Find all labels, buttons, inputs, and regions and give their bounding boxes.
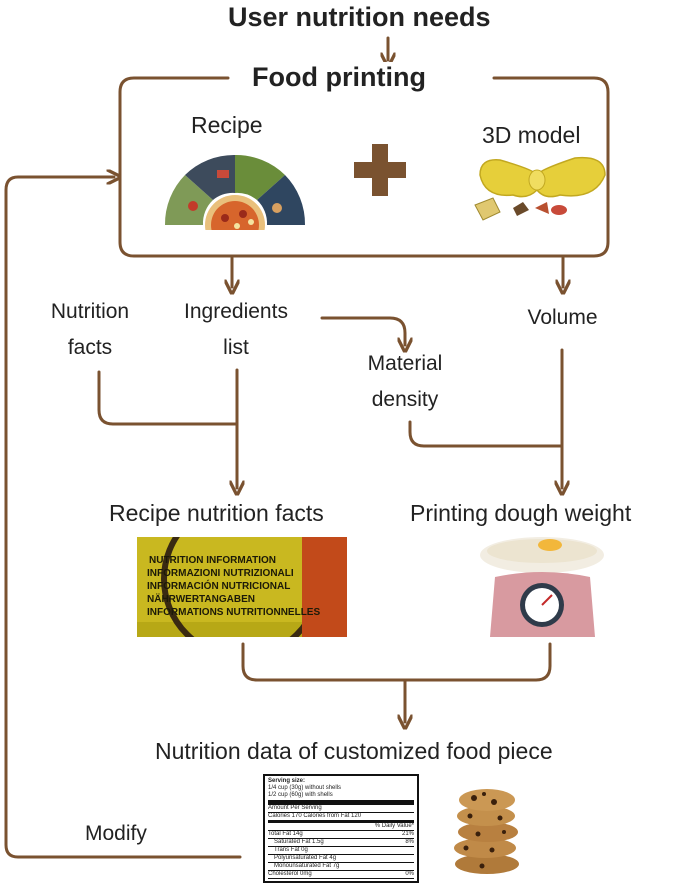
label-photo-line-2: INFORMAZIONI NUTRIZIONALI: [147, 568, 294, 579]
serving-line-2: 1/2 cup (60g) with shells: [268, 792, 414, 805]
nutrient-name: Polyunsaturated Fat 4g: [274, 855, 337, 861]
butterfly-model-image: [474, 156, 606, 221]
recipe-infographic-image: [164, 154, 306, 230]
label-photo-line-5: INFORMATIONS NUTRITIONNELLES: [147, 607, 320, 618]
serving-size: Serving size:: [268, 778, 306, 784]
model-label: 3D model: [482, 122, 581, 148]
cookies-stack-image: [454, 789, 519, 874]
volume-label: Volume: [527, 306, 598, 329]
title-user-nutrition-needs: User nutrition needs: [228, 2, 491, 32]
label-photo-line-1: NUTRITION INFORMATION: [149, 555, 276, 566]
nutrient-rows: Total Fat 14g 21% Saturated Fat 1.5g 8% Tran…: [268, 831, 414, 879]
nutrient-name: Saturated Fat 1.5g: [274, 839, 324, 845]
serving-line-1: 1/4 cup (30g) without shells: [268, 785, 342, 791]
nutrient-row: Saturated Fat 1.5g 8%: [268, 839, 414, 847]
merge-left: [97, 370, 239, 426]
modify-label: Modify: [85, 822, 147, 845]
nutrient-row: Polyunsaturated Fat 4g: [268, 855, 414, 863]
nutrient-name: Total Fat 14g: [268, 831, 303, 837]
label-photo-line-3: INFORMACIÓN NUTRICIONAL: [147, 579, 290, 592]
amount-per-serving: Amount Per Serving: [268, 805, 414, 813]
material-density-label: Material density: [367, 352, 443, 411]
nutrient-daily-value: 21%: [401, 831, 414, 837]
nutrient-row: Trans Fat 0g: [268, 847, 414, 855]
merge-bottom: [241, 642, 552, 682]
nutrient-row: Monounsaturated Fat 7g: [268, 863, 414, 871]
printing-dough-weight-label: Printing dough weight: [410, 500, 632, 526]
title-food-printing: Food printing: [246, 62, 432, 93]
nutrition-data-label: Nutrition data of customized food piece: [155, 738, 553, 764]
nutrition-facts-panel: Serving size: 1/4 cup (30g) without shel…: [263, 774, 419, 883]
nutrient-name: Cholesterol 0mg: [268, 871, 312, 877]
plus-icon: [354, 144, 406, 196]
nutrient-row: Cholesterol 0mg 0%: [268, 871, 414, 879]
nutrition-info-photo: NUTRITION INFORMATION INFORMAZIONI NUTRI…: [137, 537, 347, 637]
nutrient-row: Total Fat 14g 21%: [268, 831, 414, 839]
label-photo-line-4: NÄHRWERTANGABEN: [147, 592, 255, 605]
recipe-label: Recipe: [191, 112, 263, 138]
recipe-nutrition-facts-label: Recipe nutrition facts: [109, 500, 324, 526]
food-printing-box: [118, 76, 610, 258]
kitchen-scale-photo: [480, 537, 615, 637]
modify-loop-line: [4, 177, 242, 859]
nutrient-name: Monounsaturated Fat 7g: [274, 863, 340, 869]
ingredients-list-label: Ingredients list: [184, 300, 288, 359]
nutrient-name: Trans Fat 0g: [274, 847, 308, 853]
daily-value-header: % Daily Value*: [268, 823, 414, 831]
merge-right: [408, 420, 564, 448]
calories-line: Calories 170 Calories from Fat 120: [268, 813, 414, 823]
arrow-ingredients-to-density: [320, 316, 405, 345]
nutrition-facts-label: Nutrition facts: [50, 300, 130, 359]
nutrient-daily-value: 8%: [405, 839, 414, 845]
nutrient-daily-value: 0%: [405, 871, 414, 877]
